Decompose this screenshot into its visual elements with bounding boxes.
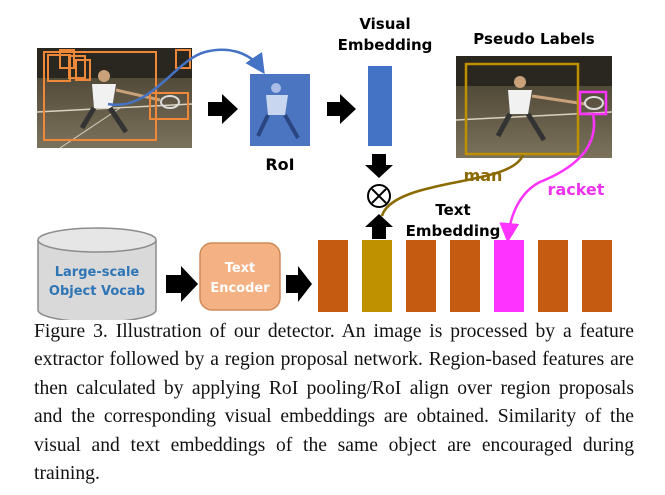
encoder-label: Encoder [210, 281, 270, 296]
detector-diagram: RoI Visual Embedding Pseudo Labels man r… [36, 15, 613, 320]
text-embedding-label: Embedding [406, 222, 501, 240]
text-embedding-bar-orange [582, 240, 612, 312]
man-box [464, 62, 580, 156]
text-embedding-bars [318, 240, 612, 312]
vocab-database-icon [37, 227, 157, 320]
proposal-box [149, 92, 189, 120]
man-label: man [464, 166, 503, 185]
encoder-label: Text [225, 261, 256, 276]
text-embedding-bar-magenta [494, 240, 524, 312]
text-embedding-bar-orange [450, 240, 480, 312]
text-embedding-bar-gold [362, 240, 392, 312]
man-connector [380, 154, 525, 217]
arrow-right-icon [208, 94, 238, 124]
block-arrows [166, 94, 393, 302]
roi-arrow [107, 48, 265, 107]
arrow-up-icon [365, 214, 393, 239]
roi-crop [250, 74, 310, 146]
region-proposals [43, 49, 191, 141]
vocab-label: Object Vocab [49, 284, 145, 299]
proposal-box [43, 51, 157, 141]
arrow-right-icon [286, 266, 312, 302]
pseudo-labels-title: Pseudo Labels [473, 30, 595, 48]
arrow-right-icon [166, 266, 198, 302]
arrow-down-icon [365, 154, 393, 178]
text-embedding-label: Text [435, 201, 470, 219]
visual-embedding-label: Embedding [338, 36, 433, 54]
text-encoder-box [199, 242, 281, 311]
arrow-right-icon [327, 94, 356, 124]
text-embedding-bar-orange [406, 240, 436, 312]
racket-label: racket [548, 180, 605, 199]
figure-caption: Figure 3. Illustration of our detector. … [34, 321, 634, 485]
vocab-label: Large-scale [55, 265, 140, 280]
multiply-icon [367, 184, 391, 208]
roi-label: RoI [265, 155, 294, 174]
pseudo-label-image [455, 56, 613, 158]
visual-embedding-label: Visual [359, 15, 410, 33]
racket-connector [499, 113, 596, 243]
visual-embedding-bar [368, 66, 392, 146]
text-embedding-bar-orange [318, 240, 348, 312]
input-image [36, 48, 193, 149]
text-embedding-bar-orange [538, 240, 568, 312]
proposal-box [59, 49, 75, 69]
proposal-box [75, 59, 91, 81]
